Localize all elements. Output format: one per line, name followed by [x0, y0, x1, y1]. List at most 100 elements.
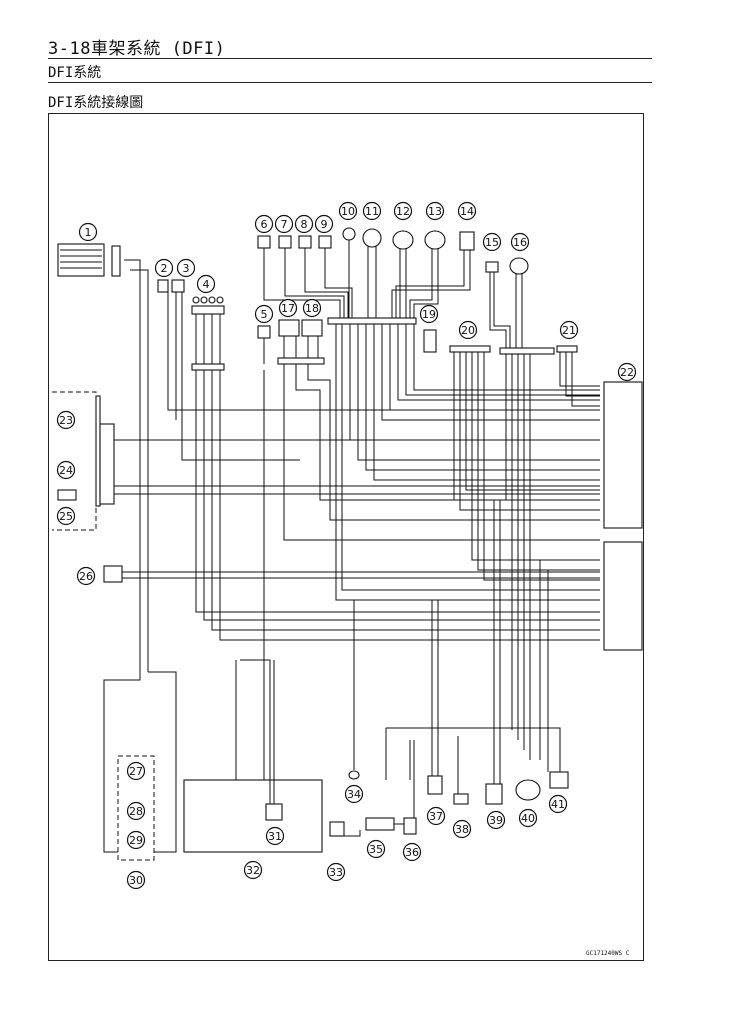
- component-30-outline: [117, 755, 155, 861]
- component-36: [403, 817, 417, 835]
- callout-24: 24: [56, 460, 76, 480]
- callout-18: 18: [302, 298, 322, 318]
- callout-label: 11: [365, 205, 379, 218]
- component-10: [342, 227, 356, 241]
- callout-label: 36: [405, 846, 419, 859]
- callout-10: 10: [338, 201, 358, 221]
- callout-13: 13: [425, 201, 445, 221]
- component-33: [329, 821, 345, 837]
- component-26: [103, 565, 123, 583]
- callout-label: 33: [329, 866, 343, 879]
- callout-1: 1: [78, 222, 98, 242]
- component-6: [257, 235, 271, 249]
- callout-25: 25: [56, 506, 76, 526]
- component-35: [365, 817, 395, 831]
- wire-harness: [103, 240, 600, 853]
- section-rule: [48, 82, 652, 83]
- component-21-connector: [556, 345, 578, 353]
- component-31: [265, 803, 283, 821]
- callout-label: 4: [203, 278, 210, 291]
- component-13: [424, 230, 446, 250]
- callout-5: 5: [254, 304, 274, 324]
- callout-label: 12: [396, 205, 410, 218]
- callout-16: 16: [510, 232, 530, 252]
- callout-label: 6: [261, 218, 268, 231]
- callout-14: 14: [457, 201, 477, 221]
- callout-label: 29: [129, 834, 143, 847]
- callout-19: 19: [419, 304, 439, 324]
- callout-label: 15: [485, 236, 499, 249]
- callout-37: 37: [426, 806, 446, 826]
- callout-35: 35: [366, 839, 386, 859]
- component-38: [453, 793, 469, 805]
- callout-label: 8: [301, 218, 308, 231]
- callout-label: 30: [129, 874, 143, 887]
- callout-label: 2: [161, 262, 168, 275]
- component-25: [57, 489, 77, 501]
- callout-8: 8: [294, 214, 314, 234]
- callout-3: 3: [176, 258, 196, 278]
- component-17: [278, 319, 300, 337]
- callout-label: 39: [489, 814, 503, 827]
- callout-27: 27: [126, 761, 146, 781]
- component-4-injectors: [191, 296, 225, 315]
- component-34: [348, 770, 360, 780]
- diagram-frame: [48, 113, 644, 961]
- callout-label: 34: [347, 788, 361, 801]
- callout-2: 2: [154, 258, 174, 278]
- callout-30: 30: [126, 870, 146, 890]
- component-32: [183, 779, 323, 853]
- component-5: [257, 325, 271, 339]
- callout-20: 20: [458, 320, 478, 340]
- callout-label: 27: [129, 765, 143, 778]
- component-39: [485, 783, 503, 805]
- callout-6: 6: [254, 214, 274, 234]
- callout-26: 26: [76, 566, 96, 586]
- component-41: [549, 771, 569, 789]
- callout-label: 5: [261, 308, 268, 321]
- callout-label: 18: [305, 302, 319, 315]
- callout-label: 25: [59, 510, 73, 523]
- callout-label: 16: [513, 236, 527, 249]
- callout-label: 40: [521, 812, 535, 825]
- callout-label: 14: [460, 205, 474, 218]
- component-19: [423, 329, 437, 353]
- component-15: [485, 261, 499, 273]
- callout-28: 28: [126, 801, 146, 821]
- callout-label: 10: [341, 205, 355, 218]
- callout-7: 7: [274, 214, 294, 234]
- callout-label: 37: [429, 810, 443, 823]
- ecu-lower-block: [603, 541, 643, 651]
- connector-strip-left: [191, 363, 225, 371]
- connector-strip-top: [327, 317, 417, 325]
- callout-label: 28: [129, 805, 143, 818]
- callout-label: 7: [281, 218, 288, 231]
- callout-label: 19: [422, 308, 436, 321]
- component-11: [362, 228, 382, 248]
- callout-label: 1: [85, 226, 92, 239]
- callout-11: 11: [362, 201, 382, 221]
- callout-label: 23: [59, 414, 73, 427]
- header-rule: [48, 58, 652, 59]
- callout-9: 9: [314, 214, 334, 234]
- component-18: [301, 319, 323, 337]
- callout-label: 17: [281, 302, 295, 315]
- callout-label: 13: [428, 205, 442, 218]
- diagram-caption: DFI系統接線圖: [48, 95, 144, 111]
- callout-label: 32: [246, 864, 260, 877]
- meter-edge: [95, 395, 101, 507]
- callout-label: 38: [455, 823, 469, 836]
- callout-label: 20: [461, 324, 475, 337]
- callout-29: 29: [126, 830, 146, 850]
- callout-41: 41: [548, 794, 568, 814]
- callout-31: 31: [265, 826, 285, 846]
- callout-label: 22: [620, 366, 634, 379]
- connector-strip-17-18: [277, 357, 325, 365]
- component-37: [427, 775, 443, 795]
- callout-label: 9: [321, 218, 328, 231]
- connector-strip-21a: [499, 347, 555, 355]
- callout-label: 24: [59, 464, 73, 477]
- callout-21: 21: [559, 320, 579, 340]
- callout-label: 21: [562, 324, 576, 337]
